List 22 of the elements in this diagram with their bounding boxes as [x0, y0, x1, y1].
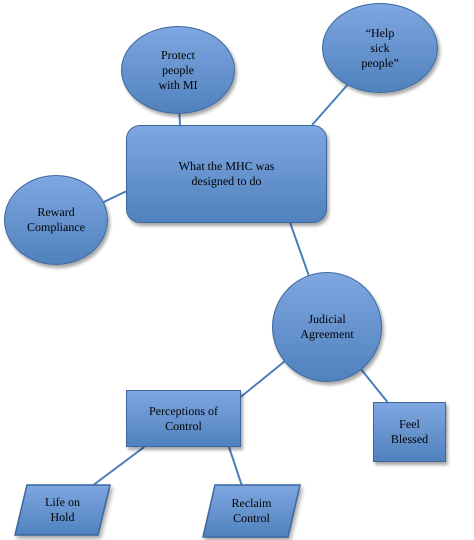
connector-line [289, 222, 310, 276]
connector-line [92, 446, 145, 486]
node-label: Protect people with MI [158, 48, 198, 92]
node-label: Life on Hold [44, 495, 81, 525]
rounded-box [126, 125, 327, 223]
connector-line [311, 84, 348, 126]
node-label: Judicial Agreement [299, 312, 355, 342]
connector-line [103, 190, 126, 203]
node-label: Feel Blessed [390, 417, 430, 447]
node-label: What the MHC was designed to do [178, 159, 276, 189]
connector-line [178, 114, 181, 126]
parallelogram-node [15, 485, 110, 535]
node-label: “Help sick people” [360, 26, 400, 70]
connector-line [228, 446, 243, 486]
node-label: Perceptions of Control [148, 404, 219, 434]
connector-line [240, 360, 285, 398]
connector-line [360, 369, 388, 403]
process-box [373, 402, 446, 462]
node-label: Reclaim Control [230, 496, 272, 526]
parallelogram-node [203, 485, 300, 537]
process-box [126, 390, 241, 447]
node-label: Reward Compliance [26, 205, 86, 235]
